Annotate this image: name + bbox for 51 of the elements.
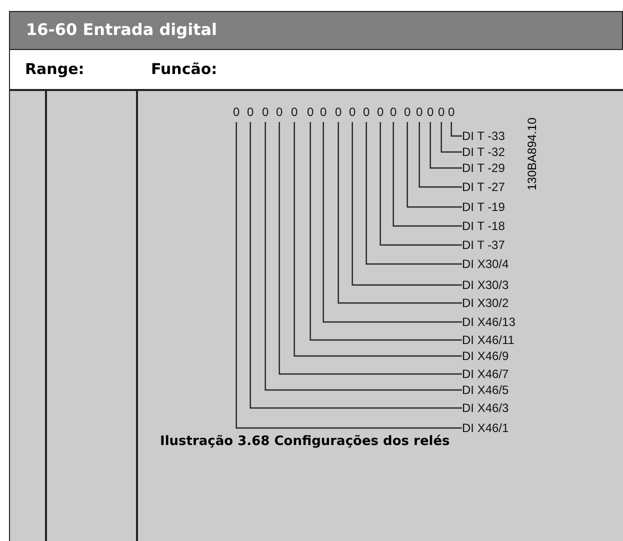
leader-line [450, 122, 462, 137]
column-header: Funcão: [151, 60, 218, 78]
leader-line [366, 122, 462, 265]
bit-digit: 0 [363, 105, 370, 119]
input-label: DI X46/9 [462, 349, 509, 363]
bit-digit: 0 [276, 105, 283, 119]
bit-digit: 0 [307, 105, 314, 119]
bit-digit: 0 [390, 105, 397, 119]
bit-digit: 0 [335, 105, 342, 119]
bit-digit: 0 [377, 105, 384, 119]
input-label: DI X30/4 [462, 257, 509, 271]
input-label: DI X46/13 [462, 315, 516, 329]
bit-digit: 0 [448, 105, 455, 119]
leader-line [392, 122, 462, 227]
input-label: DI X30/2 [462, 296, 509, 310]
input-label: DI T -37 [462, 238, 505, 252]
input-label: DI X46/5 [462, 383, 509, 397]
input-label: DI X46/7 [462, 367, 509, 381]
input-label: DI X46/1 [462, 421, 509, 435]
leader-line [380, 122, 462, 246]
leader-line [352, 122, 462, 286]
bit-digit: 0 [438, 105, 445, 119]
leader-line [310, 122, 462, 341]
input-label: DI T -29 [462, 161, 505, 175]
input-label: DI X46/3 [462, 401, 509, 415]
input-label: DI T -33 [462, 129, 505, 143]
input-label: DI X46/11 [462, 333, 514, 347]
bit-digit: 0 [427, 105, 434, 119]
input-label: DI T -19 [462, 200, 505, 214]
drawing-number: 130BA894.10 [525, 118, 539, 190]
leader-line [406, 122, 462, 208]
bit-digit: 0 [233, 105, 240, 119]
parameter-title: 16-60 Entrada digital [26, 20, 218, 39]
input-label: DI T -32 [462, 145, 505, 159]
leader-line [440, 122, 462, 153]
bit-digit: 0 [349, 105, 356, 119]
input-label: DI T -27 [462, 180, 505, 194]
bit-digit: 0 [291, 105, 298, 119]
column-header: Range: [25, 60, 84, 78]
bit-digit: 0 [320, 105, 327, 119]
leader-line [338, 122, 462, 304]
bit-digit: 0 [262, 105, 269, 119]
bit-digit: 0 [247, 105, 254, 119]
figure-caption: Ilustração 3.68 Configurações dos relés [160, 434, 450, 449]
bit-digit: 0 [404, 105, 411, 119]
leader-line [322, 122, 462, 323]
leader-line [418, 122, 462, 188]
bit-digit: 0 [416, 105, 423, 119]
input-label: DI T -18 [462, 219, 505, 233]
input-label: DI X30/3 [462, 278, 509, 292]
leader-line [430, 122, 462, 169]
